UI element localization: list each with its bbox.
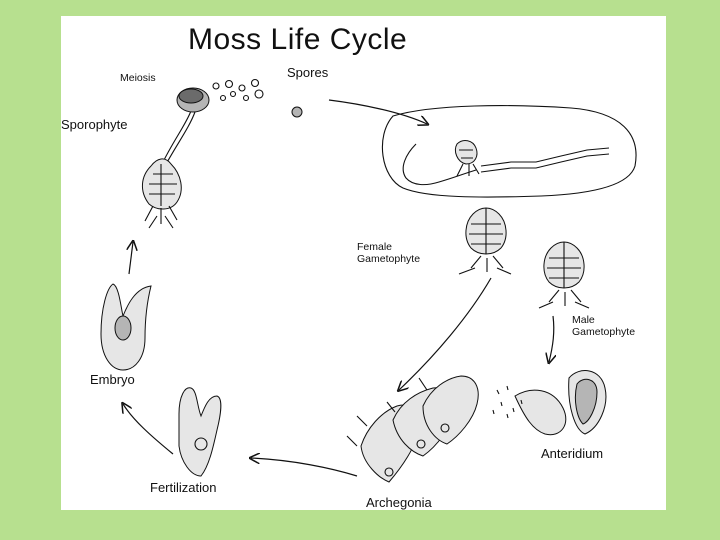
- label-sporophyte: Sporophyte: [61, 117, 128, 132]
- arrow-fertilization-to-embryo: [123, 404, 174, 455]
- label-embryo: Embryo: [90, 372, 135, 387]
- label-fertilization: Fertilization: [150, 480, 216, 495]
- label-female-gametophyte-line2: Gametophyte: [357, 253, 420, 265]
- label-meiosis: Meiosis: [120, 72, 156, 84]
- label-male-gametophyte-line1: Male: [572, 314, 595, 326]
- sporophyte-illustration: [142, 87, 210, 229]
- arrow-female-to-archegonia: [399, 277, 492, 390]
- label-male-gametophyte-line2: Gametophyte: [572, 326, 635, 338]
- male-gametophyte-illustration: [538, 241, 590, 309]
- moss-life-cycle-diagram: Moss Life Cycle Meiosis Spores Sporophyt…: [61, 23, 637, 510]
- label-antheridium: Anteridium: [541, 446, 603, 461]
- label-archegonia: Archegonia: [366, 495, 433, 510]
- label-female-gametophyte-line1: Female: [357, 241, 392, 253]
- female-gametophyte-illustration: [458, 207, 512, 275]
- diagram-panel: Moss Life Cycle Meiosis Spores Sporophyt…: [61, 16, 666, 510]
- label-spores: Spores: [287, 65, 329, 80]
- archegonia-illustration: [346, 375, 479, 483]
- arrow-spores-to-protonema: [328, 99, 427, 124]
- fertilization-illustration: [178, 387, 222, 477]
- protonema-illustration: [402, 140, 610, 186]
- antheridium-illustration: [492, 370, 607, 436]
- diagram-title: Moss Life Cycle: [188, 23, 407, 56]
- arrow-embryo-to-sporophyte: [129, 242, 133, 275]
- arrow-archegonia-to-fertilization: [251, 458, 358, 477]
- arrow-male-to-antheridium: [549, 315, 554, 362]
- protonema-outline: [381, 105, 637, 198]
- embryo-illustration: [100, 283, 152, 371]
- spores-cluster: [212, 78, 303, 118]
